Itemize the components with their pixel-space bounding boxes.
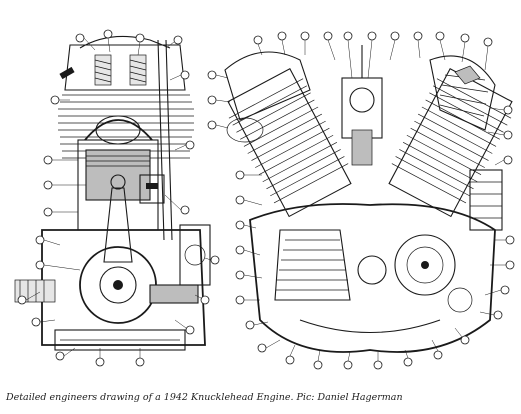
connecting-rod: [103, 187, 133, 263]
crankcase: [14, 229, 206, 351]
intake-manifold: [341, 45, 383, 166]
rear-rocker-cover: [224, 51, 311, 121]
oil-sump: [54, 329, 186, 351]
carburetor: [139, 174, 165, 204]
oil-pump: [179, 224, 211, 286]
gear-case: [149, 284, 199, 304]
rear-cylinder: [227, 68, 352, 218]
pushrod-tubes: [157, 39, 173, 241]
cylinder-head: [58, 35, 194, 159]
combustion-dome: [84, 119, 153, 141]
sprocket-shaft: [14, 279, 56, 303]
front-cylinder: [388, 68, 513, 218]
cam-gear: [394, 234, 456, 296]
side-section-view: [14, 35, 211, 351]
v-twin-crankcase: [249, 203, 496, 353]
front-v-twin-view: [224, 45, 513, 353]
front-rocker-cover: [429, 55, 496, 131]
generator: [469, 169, 503, 231]
figure-caption: Detailed engineers drawing of a 1942 Knu…: [6, 392, 403, 403]
part-callouts: [17, 29, 515, 370]
engine-cutaway-drawing: [14, 29, 515, 370]
